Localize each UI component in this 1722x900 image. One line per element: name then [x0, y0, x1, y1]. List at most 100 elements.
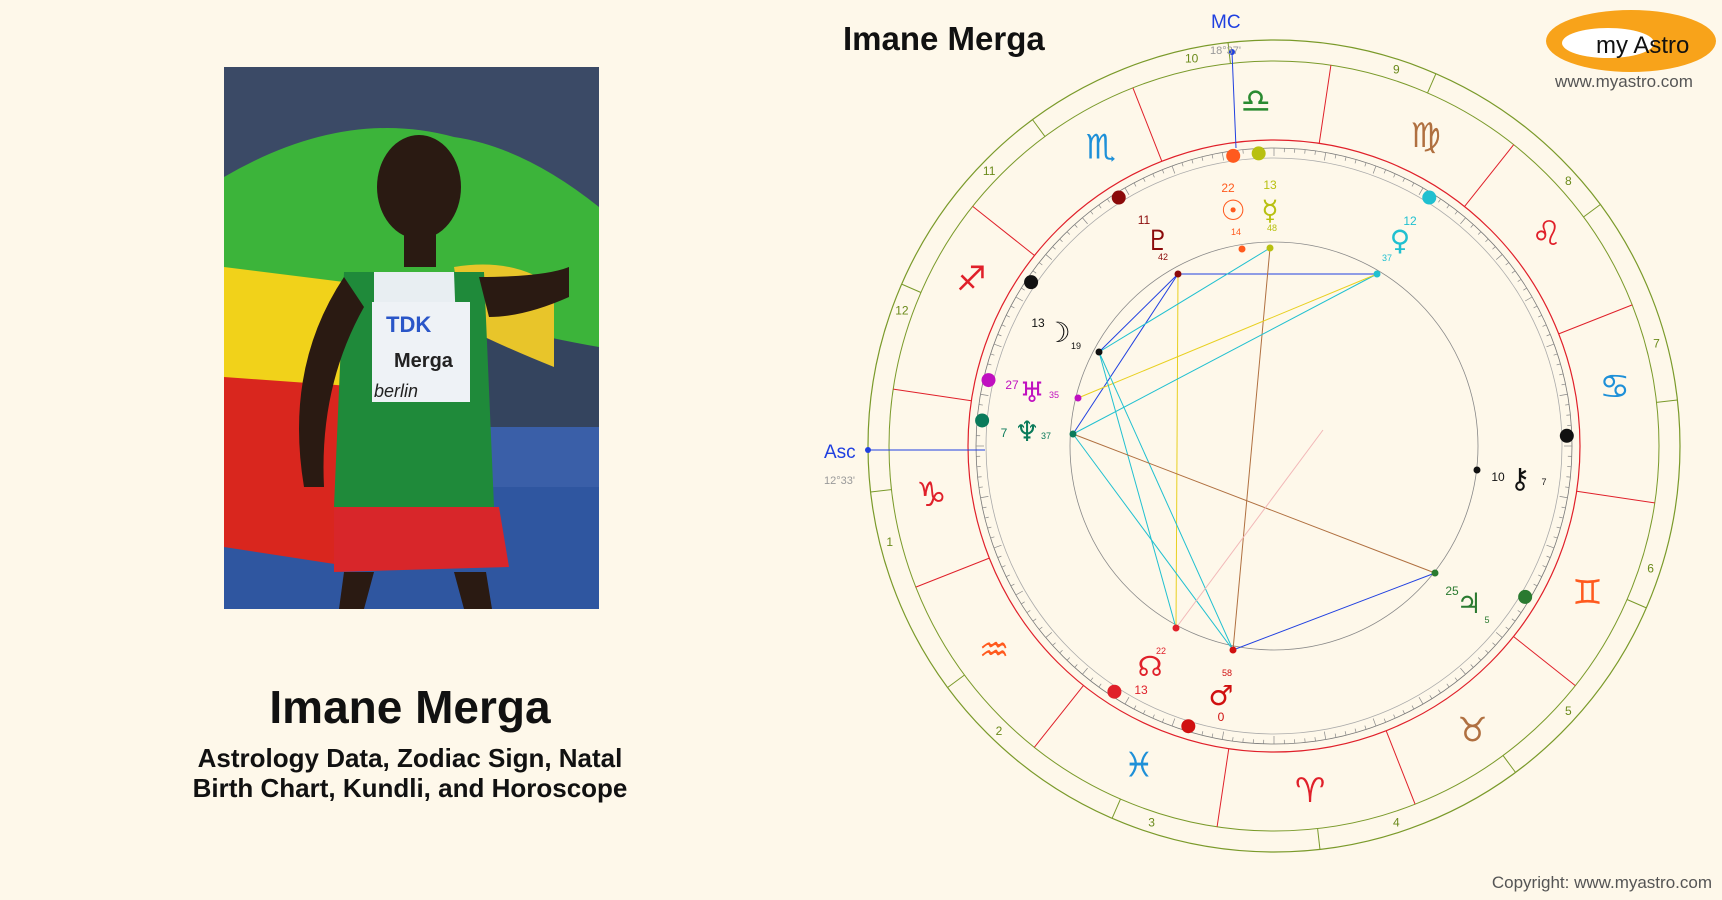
- degree-tick: [1364, 162, 1367, 167]
- aspect-line: [1175, 429, 1324, 629]
- degree-tick: [1006, 574, 1010, 577]
- house-cusp: [1132, 87, 1163, 162]
- degree-tick: [1324, 731, 1327, 740]
- degree-tick: [1038, 262, 1043, 266]
- chiron-degree: 10: [1491, 470, 1505, 484]
- subtitle-line-2: Birth Chart, Kundli, and Horoscope: [192, 773, 628, 803]
- degree-tick: [1546, 555, 1551, 558]
- degree-tick: [1221, 731, 1224, 740]
- mercury-marker: [1251, 146, 1266, 161]
- aspect-line: [1232, 572, 1436, 651]
- degree-tick: [1143, 710, 1146, 714]
- asc-degree: 12°33': [824, 475, 855, 487]
- degree-tick: [1418, 187, 1424, 196]
- chiron-icon: ⚷: [1510, 462, 1531, 495]
- degree-tick: [1383, 718, 1386, 723]
- degree-tick: [1001, 565, 1006, 568]
- degree-tick: [1232, 737, 1234, 742]
- degree-tick: [1429, 695, 1433, 699]
- degree-tick: [1152, 714, 1155, 719]
- mercury-minutes: 48: [1267, 223, 1277, 233]
- degree-tick: [1372, 165, 1377, 174]
- degree-tick: [1032, 618, 1037, 622]
- mars-degree: 0: [1218, 710, 1225, 724]
- pluto-aspect-point: [1174, 270, 1182, 278]
- degree-tick: [1553, 536, 1558, 539]
- degree-tick: [1201, 731, 1204, 736]
- degree-tick: [1344, 731, 1347, 736]
- house-cusp: [1558, 304, 1633, 335]
- neptune-minutes: 37: [1041, 431, 1051, 441]
- degree-tick: [1542, 324, 1547, 327]
- degree-tick: [1533, 583, 1538, 587]
- house-number-divider: [1656, 399, 1678, 403]
- house-number-divider: [1427, 73, 1437, 94]
- degree-tick: [1460, 667, 1466, 675]
- degree-tick: [1334, 154, 1337, 159]
- degree-tick: [1492, 642, 1496, 646]
- degree-tick: [1454, 677, 1458, 682]
- moon-marker: [1024, 275, 1039, 290]
- person-name-heading: Imane Merga: [269, 681, 551, 733]
- house-cusp: [1216, 748, 1230, 827]
- sun-minutes: 14: [1231, 227, 1241, 237]
- sun-icon: ☉: [1220, 194, 1245, 227]
- house-number-6: 6: [1647, 561, 1654, 575]
- degree-tick: [1015, 296, 1024, 302]
- moon-aspect-point: [1095, 348, 1103, 356]
- degree-tick: [1344, 156, 1347, 161]
- logo-pill: [1562, 28, 1654, 58]
- angle-axes: MC 18°37' Asc 12°33': [824, 12, 1241, 487]
- chart-title: Imane Merga: [843, 20, 1045, 57]
- uranus-degree: 27: [1005, 378, 1019, 392]
- degree-tick: [1538, 574, 1542, 577]
- copyright-text: Copyright: www.myastro.com: [1491, 873, 1712, 892]
- aspect-lines: [1072, 247, 1436, 651]
- degree-tick: [1006, 315, 1010, 318]
- degree-tick: [1171, 165, 1176, 174]
- pluto-minutes: 42: [1158, 252, 1168, 262]
- degree-tick: [1074, 224, 1078, 228]
- house-number-12: 12: [895, 304, 909, 318]
- degree-tick: [1082, 217, 1088, 225]
- degree-tick: [1559, 496, 1568, 499]
- sun-degree: 22: [1221, 181, 1235, 195]
- mars-marker: [1181, 719, 1196, 734]
- degree-tick: [1066, 657, 1071, 661]
- degree-tick: [1171, 718, 1176, 727]
- moon-minutes: 19: [1071, 341, 1081, 351]
- degree-tick: [1402, 178, 1405, 182]
- degree-tick: [1372, 718, 1377, 727]
- myastro-logo[interactable]: my Astro: [1546, 10, 1716, 72]
- degree-tick: [1561, 383, 1566, 386]
- degree-tick: [1411, 182, 1415, 187]
- asc-axis-dot: [865, 447, 871, 453]
- degree-tick: [1446, 204, 1450, 209]
- degree-tick: [1354, 159, 1357, 164]
- chart-rings: [867, 39, 1681, 853]
- degree-tick: [1045, 254, 1053, 260]
- degree-tick: [1546, 334, 1551, 337]
- degree-tick: [1538, 315, 1542, 318]
- degree-tick: [1470, 224, 1474, 228]
- degree-tick: [1542, 565, 1547, 568]
- site-url-link[interactable]: www.myastro.com: [1555, 72, 1693, 91]
- mercury-degree: 13: [1263, 178, 1277, 192]
- degree-tick: [1393, 173, 1396, 178]
- house-number-7: 7: [1653, 337, 1660, 351]
- degree-tick: [980, 393, 989, 396]
- aspect-line: [1077, 273, 1378, 399]
- house-cusp: [1513, 636, 1576, 687]
- pluto-marker: [1111, 190, 1126, 205]
- house-number-divider: [870, 489, 892, 493]
- uranus-aspect-point: [1074, 394, 1082, 402]
- sun-aspect-point: [1238, 245, 1246, 253]
- degree-tick: [1152, 173, 1155, 178]
- moon-icon: ☽: [1045, 316, 1070, 349]
- degree-tick: [1460, 217, 1466, 225]
- degree-tick: [1038, 626, 1043, 630]
- degree-tick: [990, 536, 995, 539]
- degree-tick: [1454, 210, 1458, 215]
- north-node-aspect-point: [1172, 624, 1180, 632]
- degree-tick: [1446, 683, 1450, 688]
